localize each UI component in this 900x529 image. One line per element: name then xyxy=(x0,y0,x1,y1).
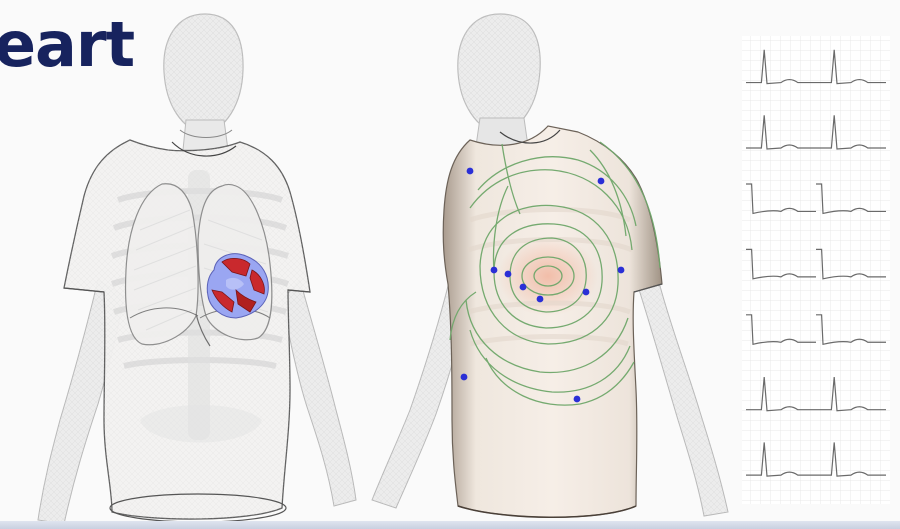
electrode xyxy=(598,178,605,185)
right-torso-model xyxy=(372,14,728,517)
electrode xyxy=(537,296,544,303)
electrode xyxy=(505,271,512,278)
right-torso xyxy=(443,126,662,517)
electrode xyxy=(618,267,625,274)
left-torso-model xyxy=(38,14,356,524)
bottom-bar xyxy=(0,521,900,529)
electrode xyxy=(520,284,527,291)
electrode xyxy=(467,168,474,175)
electrode xyxy=(461,374,468,381)
electrode xyxy=(574,396,581,403)
electrode xyxy=(583,289,590,296)
electrode xyxy=(491,267,498,274)
ecg-panel xyxy=(742,36,890,504)
